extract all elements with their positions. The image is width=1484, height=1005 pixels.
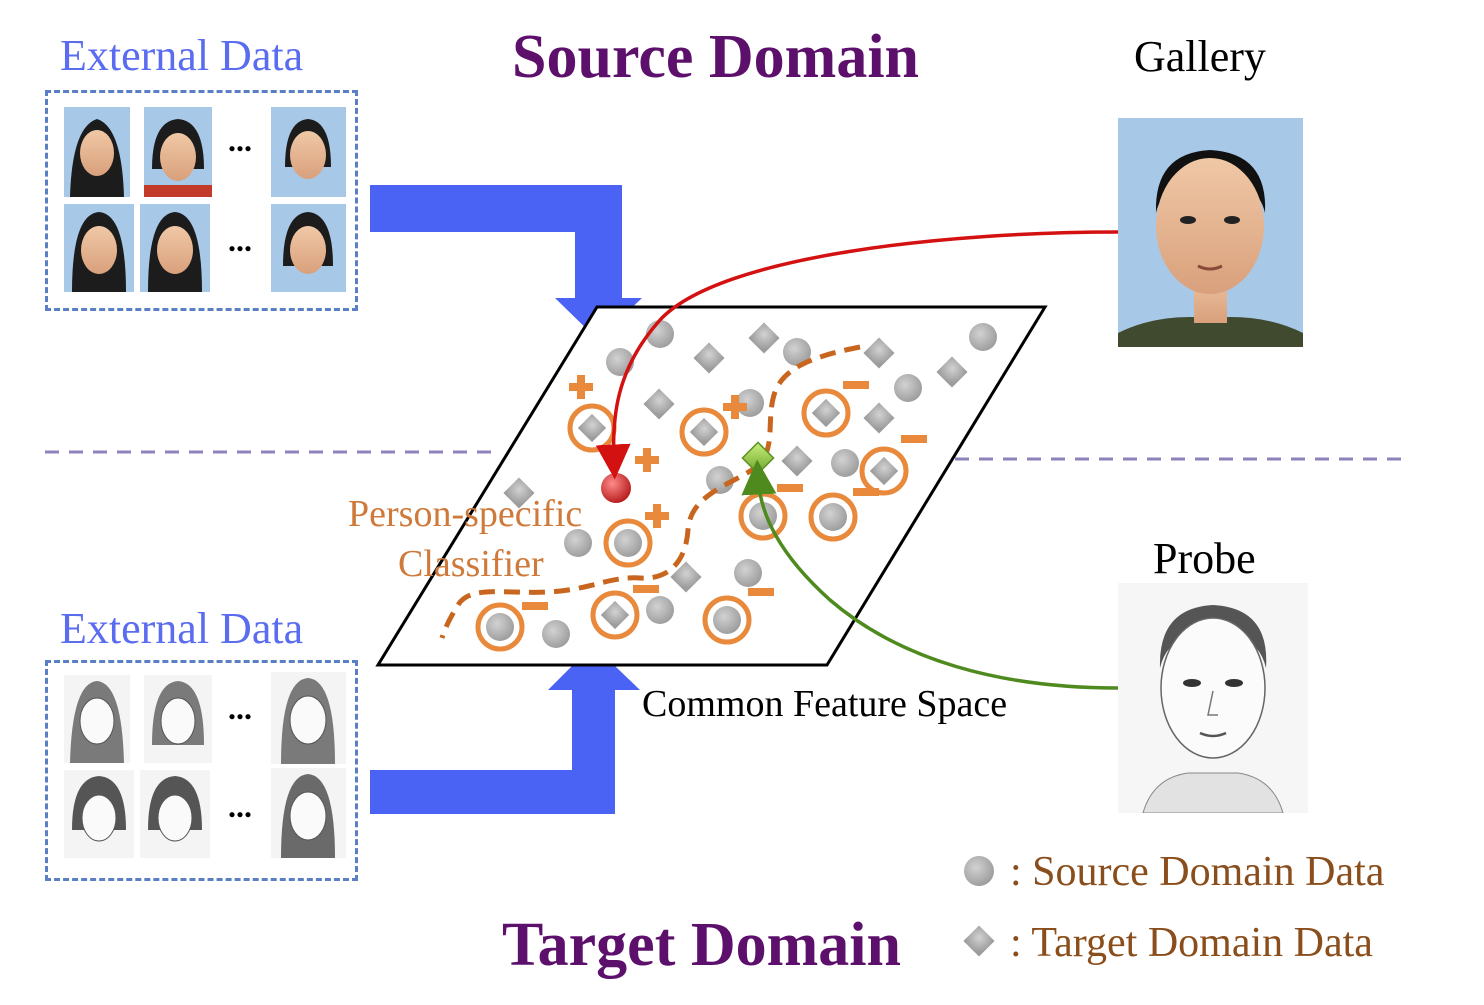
classifier-boundary [439, 344, 861, 639]
ellipsis-3: ... [228, 690, 252, 726]
gallery-mapping-arrow [595, 230, 1119, 480]
domain-divider [45, 450, 1410, 461]
external-sketch-6 [271, 768, 346, 858]
gallery-photo [1118, 118, 1303, 347]
probe-mapping-arrow [741, 459, 1119, 690]
external-photo-2 [144, 107, 212, 197]
external-sketch-box [45, 660, 358, 881]
external-sketch-2 [144, 675, 212, 763]
probe-label: Probe [1153, 534, 1256, 583]
external-sketch-1 [64, 675, 130, 763]
target-domain-title: Target Domain [502, 911, 901, 979]
legend-source-marker [964, 856, 994, 886]
external-photo-5 [140, 204, 210, 292]
legend-target-label: : Target Domain Data [1010, 920, 1373, 966]
positive-labels [569, 375, 747, 528]
classifier-label: Classifier [398, 543, 544, 585]
gallery-point [601, 473, 631, 503]
external-photo-6 [271, 204, 346, 292]
source-arrow [370, 185, 642, 340]
external-sketch-4 [64, 770, 134, 858]
probe-sketch [1118, 583, 1308, 813]
external-data-label-bottom: External Data [60, 604, 304, 653]
source-data-points [542, 320, 997, 648]
legend-source-label: : Source Domain Data [1010, 849, 1385, 895]
external-sketch-3 [271, 672, 346, 764]
target-arrow [370, 645, 640, 814]
classifier-samples [475, 388, 909, 652]
person-specific-label: Person-specific [348, 493, 583, 535]
source-domain-title: Source Domain [512, 23, 920, 91]
legend-target-marker [963, 925, 995, 957]
negative-labels [522, 381, 927, 610]
external-photo-3 [271, 107, 346, 197]
ellipsis-2: ... [228, 222, 252, 258]
external-photo-1 [64, 107, 130, 197]
external-data-label-top: External Data [60, 31, 304, 80]
gallery-label: Gallery [1134, 32, 1266, 81]
ellipsis-1: ... [228, 122, 252, 158]
ellipsis-4: ... [228, 788, 252, 824]
external-photo-4 [64, 204, 134, 292]
common-feature-space-label: Common Feature Space [642, 683, 1008, 725]
external-sketch-5 [140, 770, 210, 858]
external-photo-box [45, 90, 358, 311]
